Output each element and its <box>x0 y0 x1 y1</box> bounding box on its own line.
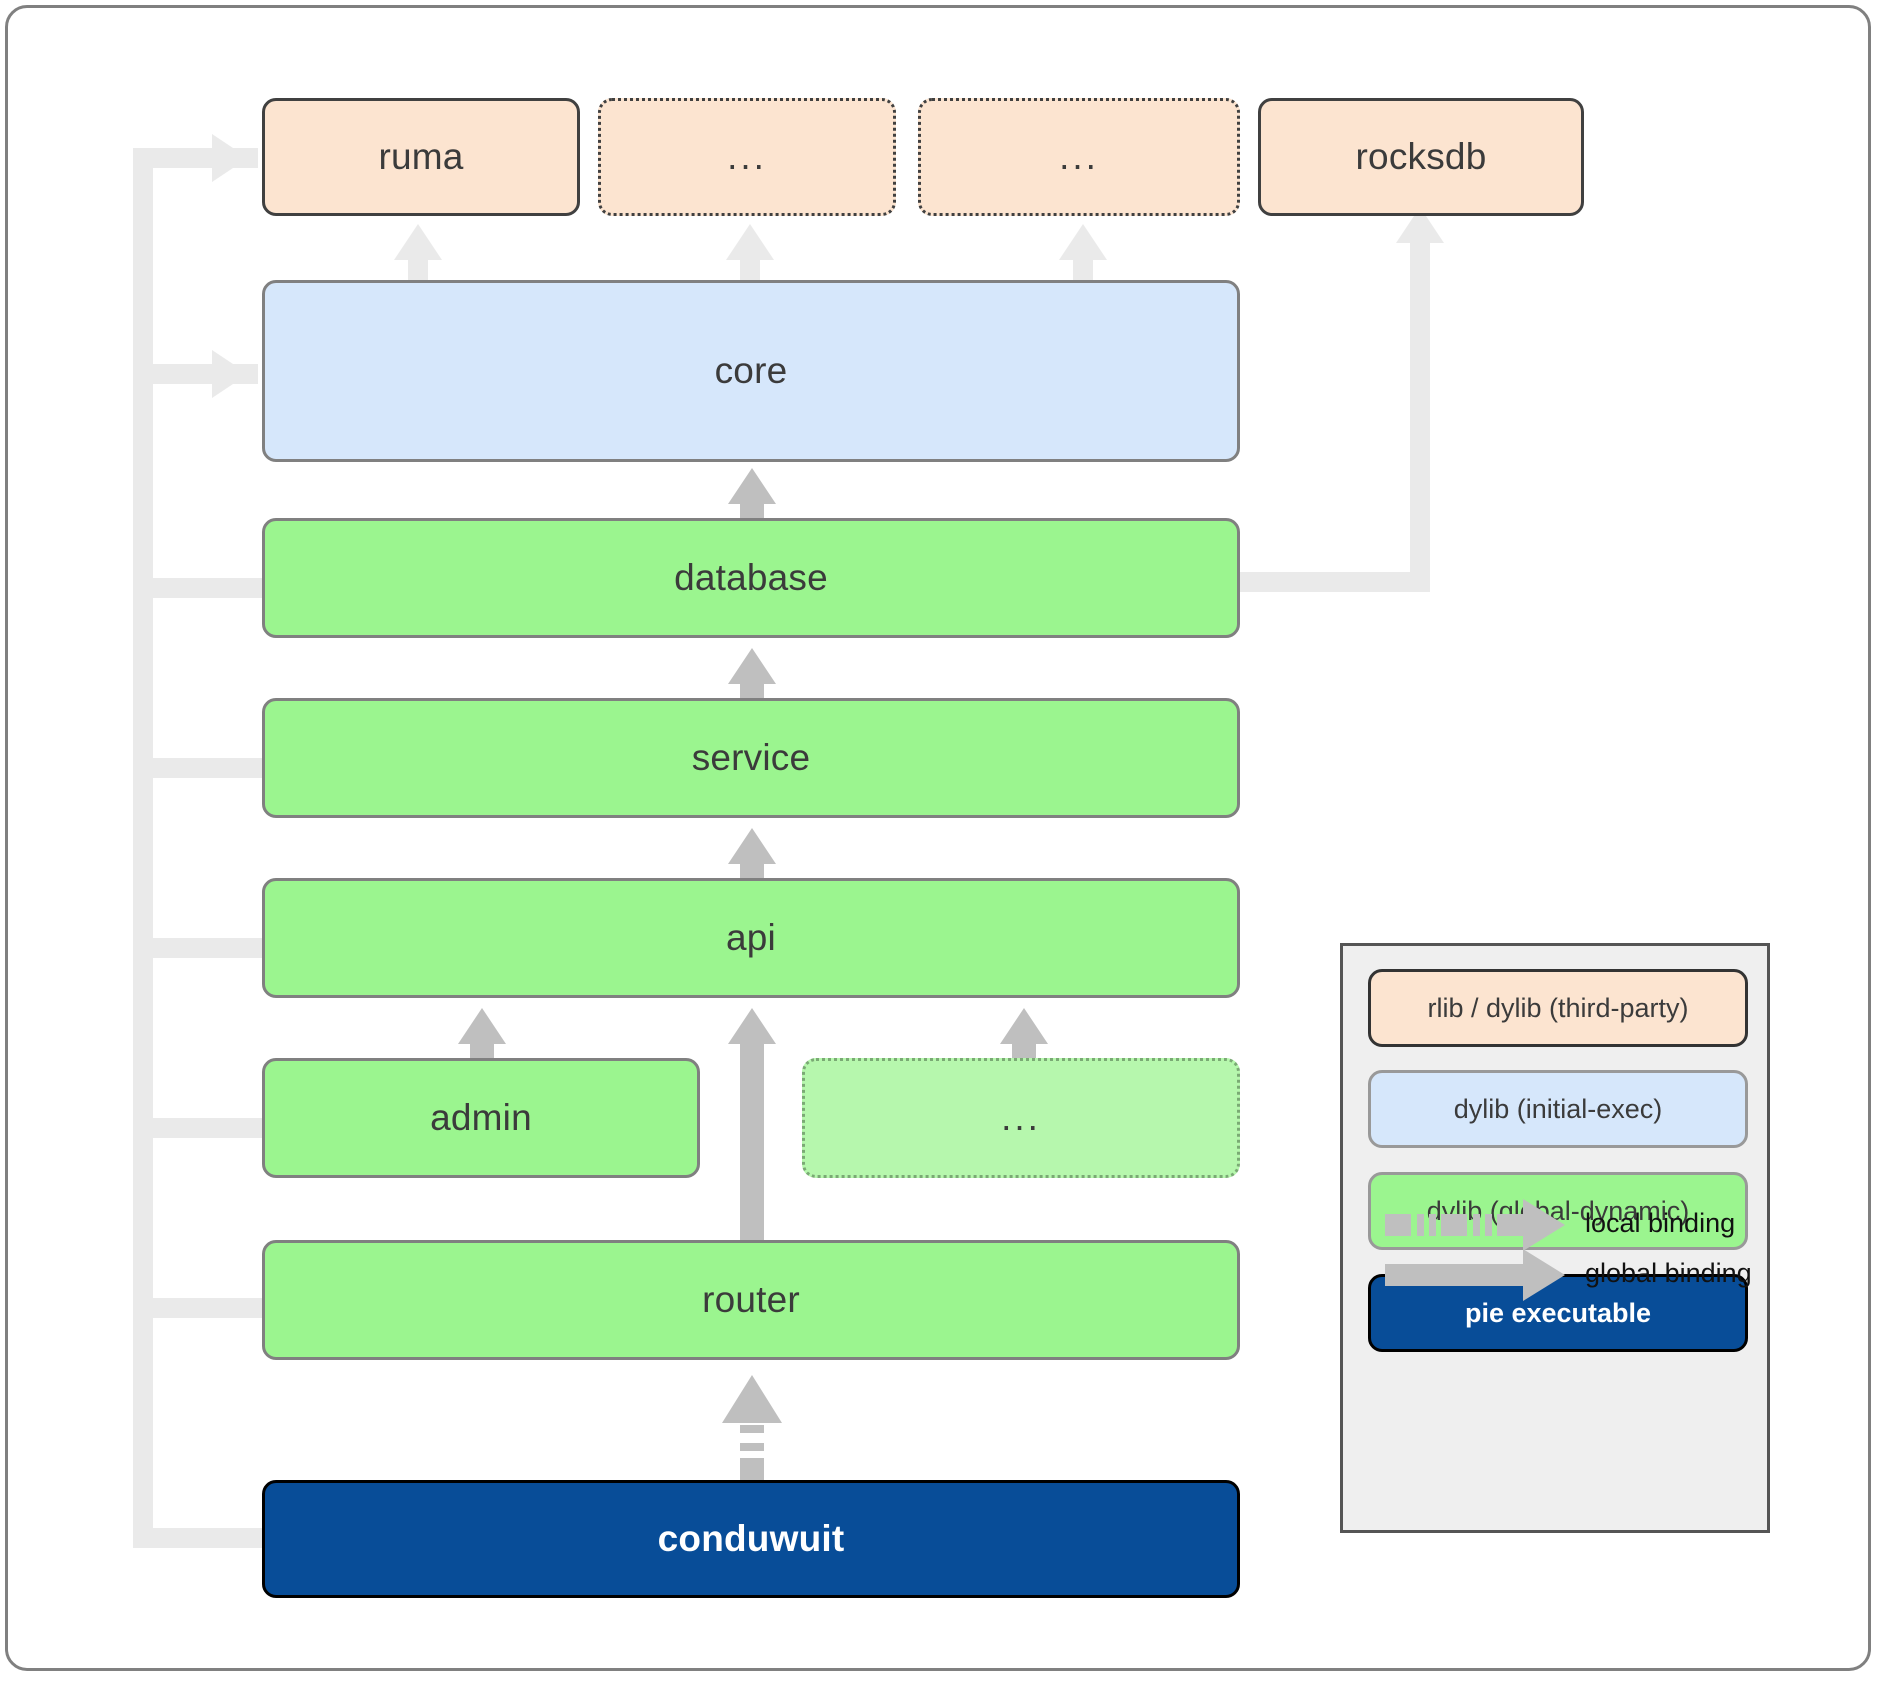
node-core[interactable]: core <box>262 280 1240 462</box>
legend-global-arrowhead <box>1523 1249 1565 1301</box>
edge-core-dots2-arrowhead <box>1059 224 1107 260</box>
edge-conduwuit-router-dash-2 <box>740 1443 764 1451</box>
legend-local-dash-2 <box>1417 1214 1424 1236</box>
node-third-party-dots-1[interactable]: ... <box>598 98 896 216</box>
legend-local-dash-1 <box>1385 1214 1411 1236</box>
legend-arrow-global-binding <box>1385 1249 1565 1301</box>
edge-dots-api-arrowhead <box>1000 1008 1048 1044</box>
node-admin-label: admin <box>430 1097 532 1138</box>
node-core-label: core <box>714 350 788 391</box>
edge-conduwuit-router-horizontal <box>133 1298 263 1318</box>
node-router-label: router <box>702 1279 800 1320</box>
edge-conduwuit-router-dash-1 <box>740 1458 764 1484</box>
edge-service-database-arrowhead <box>728 648 776 684</box>
edge-conduwuit-router-arrowhead <box>722 1375 782 1423</box>
edge-router-api-stem <box>740 1038 764 1240</box>
edge-api-service-arrowhead <box>728 828 776 864</box>
edge-conduwuit-trunk-vertical <box>133 148 153 1548</box>
node-admin[interactable]: admin <box>262 1058 700 1178</box>
legend-local-dash-4 <box>1441 1214 1467 1236</box>
node-ruma-label: ruma <box>378 136 464 177</box>
node-service[interactable]: service <box>262 698 1240 818</box>
legend-swatch-initial-exec-label: dylib (initial-exec) <box>1453 1093 1663 1124</box>
node-api-label: api <box>726 917 776 958</box>
edge-admin-api-arrowhead <box>458 1008 506 1044</box>
edge-conduwuit-admin-horizontal <box>133 1118 263 1138</box>
edge-conduwuit-core-arrowhead <box>212 350 248 398</box>
edge-core-ruma-stem <box>408 255 428 285</box>
legend-label-local-binding: local binding <box>1585 1208 1735 1239</box>
legend-local-dash-5 <box>1473 1214 1480 1236</box>
node-third-party-dots-2-label: ... <box>1059 135 1099 177</box>
edge-conduwuit-router-dash-3 <box>740 1425 764 1433</box>
edge-database-rocksdb-vertical <box>1410 240 1430 588</box>
node-third-party-dots-2[interactable]: ... <box>918 98 1240 216</box>
node-third-party-dots-1-label: ... <box>727 135 767 177</box>
legend-swatch-pie-executable: pie executable <box>1368 1274 1748 1352</box>
legend-global-bar <box>1385 1264 1523 1286</box>
node-database-label: database <box>674 557 828 598</box>
legend-swatch-initial-exec: dylib (initial-exec) <box>1368 1070 1748 1148</box>
legend-swatch-pie-executable-label: pie executable <box>1464 1297 1652 1328</box>
edge-database-core-arrowhead <box>728 468 776 504</box>
edge-conduwuit-database-horizontal <box>133 578 263 598</box>
legend-local-dash-3 <box>1429 1214 1436 1236</box>
edge-router-api-arrowhead <box>728 1008 776 1044</box>
legend-panel: rlib / dylib (third-party) dylib (initia… <box>1340 943 1770 1533</box>
legend-label-global-binding: global binding <box>1585 1258 1752 1289</box>
legend-swatch-third-party-label: rlib / dylib (third-party) <box>1427 992 1689 1023</box>
edge-database-rocksdb-horizontal <box>1238 572 1430 592</box>
node-conduwuit[interactable]: conduwuit <box>262 1480 1240 1598</box>
node-global-dynamic-dots[interactable]: ... <box>802 1058 1240 1178</box>
edge-conduwuit-api-horizontal <box>133 938 263 958</box>
legend-global-binding-text: global binding <box>1585 1258 1752 1288</box>
node-conduwuit-label: conduwuit <box>657 1518 845 1559</box>
node-global-dynamic-dots-label: ... <box>1001 1096 1041 1138</box>
edge-core-dots1-stem <box>740 255 760 285</box>
legend-local-binding-text: local binding <box>1585 1208 1736 1238</box>
legend-local-arrowhead <box>1523 1199 1565 1251</box>
legend-local-dash-7 <box>1497 1214 1523 1236</box>
edge-conduwuit-ruma-arrowhead <box>212 134 248 182</box>
node-service-label: service <box>691 737 811 778</box>
legend-local-dash-6 <box>1485 1214 1492 1236</box>
node-ruma[interactable]: ruma <box>262 98 580 216</box>
edge-core-dots2-stem <box>1073 255 1093 285</box>
edge-core-ruma-arrowhead <box>394 224 442 260</box>
node-rocksdb-label: rocksdb <box>1355 136 1487 177</box>
edge-conduwuit-trunk-base <box>133 1528 263 1548</box>
legend-arrow-local-binding <box>1385 1199 1565 1251</box>
node-rocksdb[interactable]: rocksdb <box>1258 98 1584 216</box>
edge-conduwuit-service-horizontal <box>133 758 263 778</box>
legend-swatch-third-party: rlib / dylib (third-party) <box>1368 969 1748 1047</box>
edge-core-dots1-arrowhead <box>726 224 774 260</box>
node-api[interactable]: api <box>262 878 1240 998</box>
node-router[interactable]: router <box>262 1240 1240 1360</box>
node-database[interactable]: database <box>262 518 1240 638</box>
